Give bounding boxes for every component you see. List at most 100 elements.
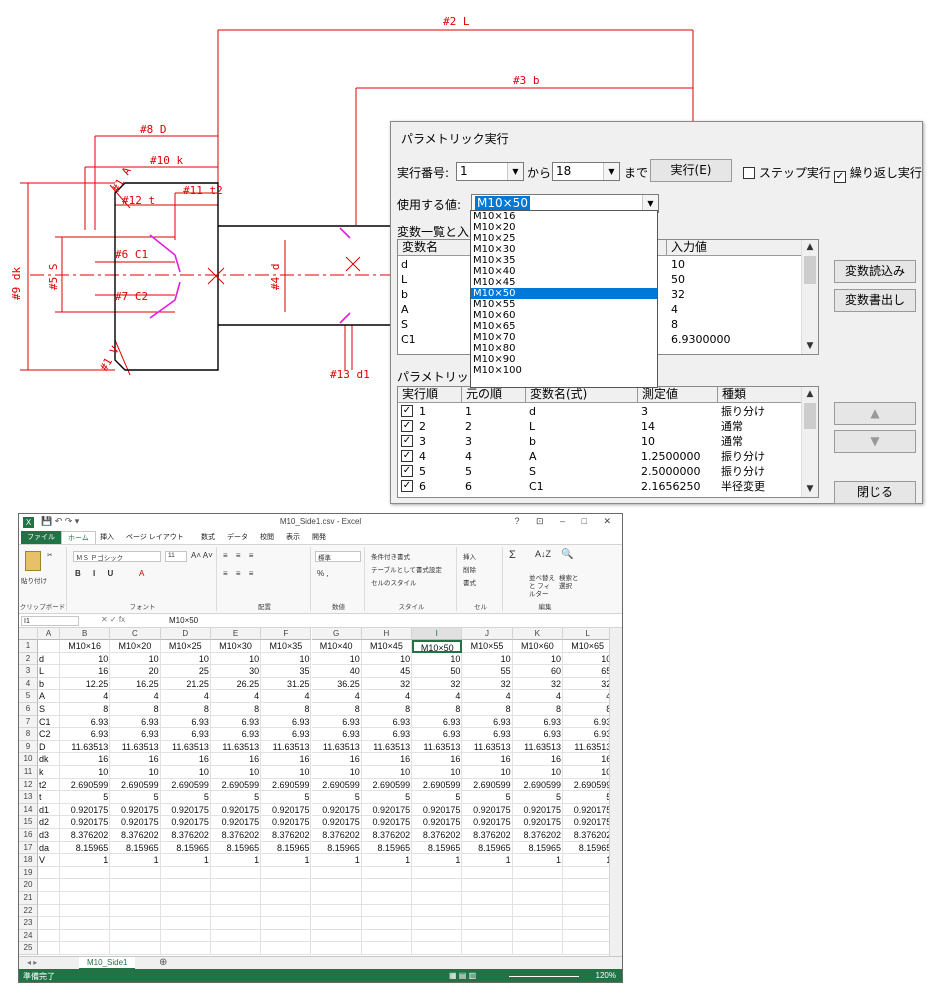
cell[interactable]: 8.15965 (563, 842, 609, 855)
cell[interactable]: k (38, 766, 60, 779)
cell[interactable]: 0.920175 (512, 803, 563, 817)
dropdown-option[interactable]: M10×20 (473, 222, 516, 233)
cell[interactable]: 11.63513 (110, 740, 161, 754)
cell[interactable] (563, 930, 609, 943)
cell[interactable]: da (38, 841, 60, 855)
cell[interactable]: 4 (311, 690, 362, 703)
ribbon-tab[interactable]: ページ レイアウト (126, 534, 184, 541)
cell[interactable]: 10 (110, 766, 161, 779)
cell[interactable]: 1 (311, 854, 362, 867)
cell[interactable]: 6.93 (160, 728, 211, 741)
cell[interactable]: 11.63513 (60, 740, 111, 754)
column-header[interactable]: A (38, 628, 60, 640)
row-header[interactable]: 25 (19, 942, 38, 955)
cell[interactable]: 5 (210, 791, 262, 804)
cell[interactable]: 8.376202 (110, 829, 161, 842)
cell[interactable] (60, 879, 111, 892)
font-grow-icon[interactable]: A˄ A˅ (191, 551, 213, 560)
cell[interactable] (512, 917, 563, 930)
cell[interactable]: 8.15965 (110, 841, 161, 855)
cell[interactable]: 6.93 (210, 728, 262, 741)
cell[interactable] (563, 905, 609, 918)
cell[interactable]: 4 (563, 690, 609, 703)
cell[interactable]: 0.920175 (512, 816, 563, 829)
cell[interactable]: 0.920175 (361, 816, 413, 829)
cell[interactable]: M10×65 (563, 640, 609, 653)
cell[interactable] (412, 866, 463, 880)
cell[interactable]: 11.63513 (412, 740, 463, 754)
cell[interactable]: 16 (563, 753, 609, 766)
cell[interactable]: 40 (311, 665, 362, 678)
cell[interactable]: 8 (110, 703, 161, 716)
cell[interactable]: 4 (110, 690, 161, 703)
cell[interactable] (512, 866, 563, 880)
cell[interactable]: 5 (60, 791, 111, 804)
cell[interactable]: 8.15965 (311, 841, 362, 855)
binoculars-icon[interactable]: 🔍 (561, 549, 574, 560)
cell[interactable]: 10 (361, 652, 413, 666)
cell[interactable]: M10×35 (261, 640, 312, 653)
cell[interactable] (210, 929, 262, 943)
cell[interactable]: 8.376202 (462, 829, 513, 842)
checkmark-icon[interactable]: ✓ (401, 420, 413, 432)
cell[interactable]: 10 (110, 652, 161, 666)
cell[interactable]: 2.690599 (60, 778, 111, 792)
cell[interactable] (210, 917, 262, 930)
dropdown-option[interactable]: M10×30 (473, 244, 516, 255)
cell[interactable]: 0.920175 (311, 803, 362, 817)
cell[interactable]: 5 (311, 791, 362, 804)
cell[interactable] (462, 929, 513, 943)
cell[interactable]: 8.376202 (311, 829, 362, 842)
cell[interactable]: 20 (110, 665, 161, 678)
cell[interactable]: 10 (60, 652, 111, 666)
row-header[interactable]: 1 (19, 640, 38, 653)
cell[interactable] (210, 866, 262, 880)
cell[interactable]: 1 (412, 854, 463, 867)
cell[interactable]: 6.93 (462, 728, 513, 741)
cell[interactable] (462, 866, 513, 880)
cell[interactable] (38, 866, 60, 880)
add-sheet-icon[interactable]: ⊕ (159, 957, 168, 968)
cell[interactable]: 0.920175 (210, 803, 262, 817)
cell[interactable]: dk (38, 753, 60, 766)
cell[interactable]: 6.93 (60, 728, 111, 741)
cell[interactable]: 10 (311, 652, 362, 666)
cell[interactable]: M10×45 (361, 640, 413, 653)
checkmark-icon[interactable]: ✓ (401, 450, 413, 462)
cell[interactable]: 11.63513 (210, 740, 262, 754)
cell[interactable] (38, 640, 60, 653)
window-controls[interactable]: ? ⊡ – □ ✕ (514, 516, 618, 526)
dropdown-option[interactable]: M10×40 (473, 266, 516, 277)
cell[interactable]: 8 (261, 703, 312, 716)
checkmark-icon[interactable]: ✓ (401, 480, 413, 492)
column-header[interactable]: L (563, 628, 609, 640)
cell[interactable]: 8 (512, 703, 563, 716)
cell[interactable]: 0.920175 (311, 816, 362, 829)
cell[interactable] (311, 929, 362, 943)
cell[interactable]: 6.93 (60, 715, 111, 729)
cell[interactable]: 10 (160, 652, 211, 666)
cell[interactable] (361, 942, 413, 955)
row-header[interactable]: 12 (19, 778, 38, 792)
row-header[interactable]: 7 (19, 715, 38, 729)
cell[interactable]: 16 (60, 665, 111, 678)
cell[interactable]: 10 (210, 766, 262, 779)
cell[interactable] (311, 904, 362, 918)
cell[interactable]: 11.63513 (512, 740, 563, 754)
cell[interactable] (412, 942, 463, 955)
cell[interactable] (412, 892, 463, 905)
cell[interactable] (412, 904, 463, 918)
cell[interactable]: 16 (160, 753, 211, 766)
format-buttons[interactable]: B I U (75, 569, 119, 578)
var-value-cell[interactable]: 4 (671, 303, 678, 316)
cell[interactable]: 10 (412, 766, 463, 779)
cell[interactable] (38, 904, 60, 918)
cell[interactable]: 10 (563, 766, 609, 779)
cell[interactable]: 55 (462, 665, 513, 678)
align-icons[interactable]: ≡ ≡ ≡ (223, 551, 257, 560)
